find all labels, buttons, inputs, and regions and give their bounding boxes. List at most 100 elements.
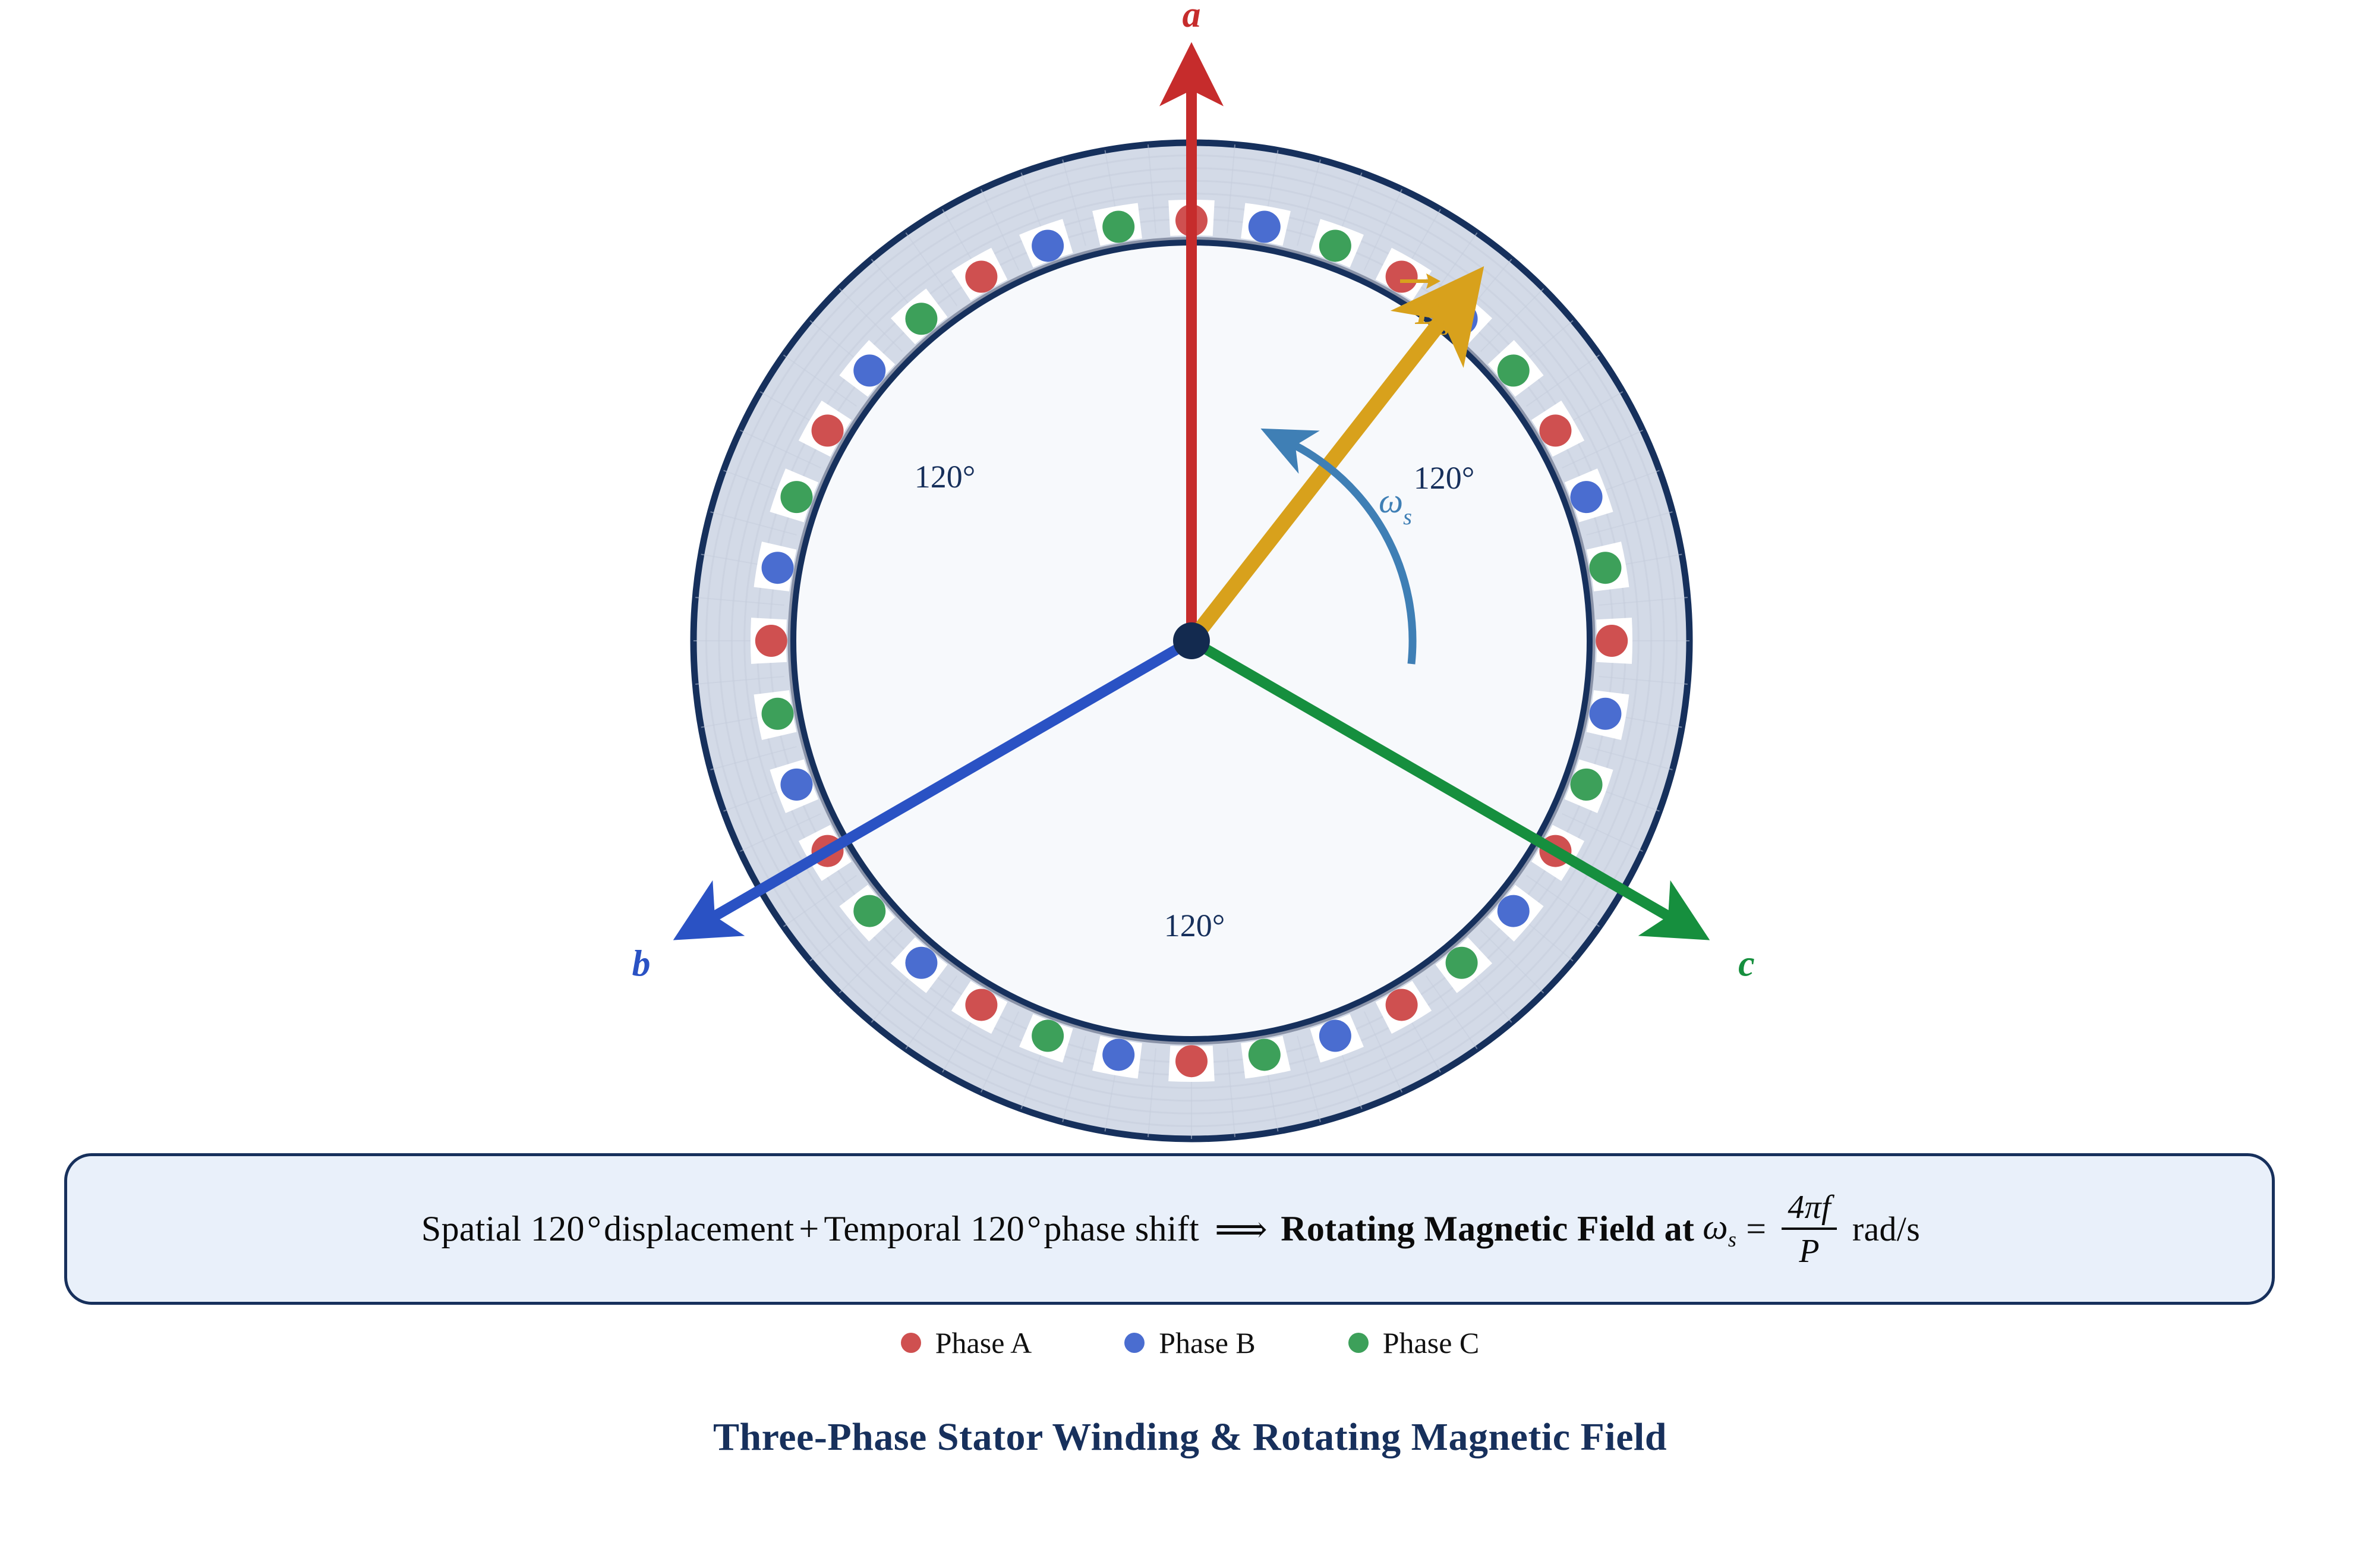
formula-implies-symbol: ⟹ — [1215, 1209, 1268, 1250]
phase-conductor-dot-c — [1032, 1019, 1064, 1052]
phase-conductor-dot-a — [965, 260, 998, 293]
lamination-spoke — [710, 511, 797, 536]
phase-legend: Phase A Phase B Phase C — [0, 1326, 2380, 1360]
lamination-spoke — [1062, 1035, 1086, 1122]
lamination-spoke — [980, 189, 1020, 270]
lamination-spoke — [1297, 1035, 1321, 1122]
phase-conductor-dot-c — [1102, 210, 1135, 243]
lamination-spoke — [1480, 929, 1544, 994]
legend-label: Phase A — [935, 1326, 1032, 1359]
formula-part3: Temporal 120 — [824, 1209, 1025, 1248]
phase-conductor-dot-c — [1248, 1038, 1281, 1071]
lamination-spoke — [838, 929, 903, 994]
formula-plus: + — [799, 1209, 819, 1248]
phase-conductors — [755, 204, 1628, 1078]
lamination-spoke — [1425, 975, 1478, 1050]
phase-conductor-dot-b — [1570, 481, 1603, 514]
omega-label: ωs — [1379, 481, 1412, 530]
rotation-direction-arrow — [1260, 428, 1417, 665]
phase-conductor-dot-b — [1248, 210, 1281, 243]
summary-formula-box: Spatial 120° displacement + Temporal 120… — [64, 1153, 2275, 1305]
magnetic-field-vector — [1185, 266, 1484, 646]
legend-swatch-icon — [900, 1333, 921, 1353]
lamination-spoke — [695, 596, 784, 606]
phase-conductor-dot-c — [1319, 229, 1351, 262]
angle-label-bottom: 120° — [1164, 908, 1225, 943]
lamination-spoke — [1599, 596, 1688, 606]
formula-part2: displacement — [604, 1209, 795, 1248]
phase-conductor-dot-c — [1445, 946, 1478, 979]
phase-conductor-dot-b — [1032, 229, 1064, 262]
formula-part1: Spatial 120 — [421, 1209, 585, 1248]
svg-text:Bs: Bs — [1415, 292, 1449, 340]
phase-conductor-dot-b — [1102, 1038, 1135, 1071]
lamination-spoke — [1297, 159, 1321, 246]
legend-label: Phase C — [1382, 1326, 1480, 1359]
legend-item-phase-c: Phase C — [1348, 1326, 1480, 1360]
field-vector-label: Bs — [1400, 273, 1449, 340]
lamination-spoke — [695, 675, 784, 685]
phase-conductor-dot-c — [1589, 552, 1622, 584]
phase-conductor-dot-b — [905, 946, 938, 979]
angle-label-right: 120° — [1414, 460, 1475, 496]
lamination-spoke — [1599, 675, 1688, 685]
stator-center-hub — [1173, 622, 1210, 659]
phase-conductor-dot-a — [811, 414, 844, 447]
phase-conductor-dot-c — [905, 303, 938, 335]
phase-conductor-dot-a — [1385, 989, 1418, 1021]
phase-conductor-dot-b — [1589, 697, 1622, 730]
phase-conductor-dot-a — [1539, 414, 1572, 447]
phase-conductor-dot-c — [853, 895, 886, 927]
lamination-spoke — [1562, 429, 1643, 469]
phase-conductor-dot-a — [755, 625, 787, 657]
angle-label-left: 120° — [915, 459, 976, 495]
field-vector — [1173, 266, 1484, 665]
lamination-spoke — [1480, 288, 1544, 352]
phase-conductor-dot-b — [1497, 895, 1530, 927]
phase-conductor-dot-b — [1319, 1019, 1351, 1052]
phase-conductor-dot-b — [780, 768, 813, 801]
lamination-spoke — [1363, 1011, 1403, 1093]
formula-omega-sub: s — [1728, 1227, 1737, 1251]
lamination-spoke — [740, 813, 821, 852]
legend-item-phase-b: Phase B — [1124, 1326, 1256, 1360]
phase-conductor-dot-a — [1596, 625, 1628, 657]
vector-overbar-tip — [1426, 273, 1440, 289]
legend-swatch-icon — [1348, 1333, 1369, 1353]
formula-fraction-bar — [1782, 1227, 1837, 1230]
phase-conductor-dot-c — [1570, 768, 1603, 801]
formula-omega: ωs — [1703, 1207, 1736, 1252]
phase-conductor-dot-b — [761, 552, 794, 584]
lamination-spoke — [1586, 511, 1673, 536]
lamination-spoke — [1562, 813, 1643, 852]
legend-label: Phase B — [1159, 1326, 1256, 1359]
phase-conductor-dot-b — [853, 354, 886, 387]
lamination-spoke — [1147, 144, 1157, 234]
formula-bold-phrase: Rotating Magnetic Field at — [1281, 1209, 1695, 1248]
lamination-spoke — [1226, 1048, 1236, 1137]
legend-item-phase-a: Phase A — [900, 1326, 1032, 1360]
lamination-spoke — [1147, 1048, 1157, 1137]
lamination-spoke — [1226, 144, 1236, 234]
formula-degree-1: ° — [587, 1209, 602, 1248]
page-title: Three-Phase Stator Winding & Rotating Ma… — [713, 1415, 1667, 1459]
lamination-spoke — [710, 746, 797, 770]
formula-omega-symbol: ω — [1703, 1207, 1728, 1247]
lamination-spoke — [1526, 874, 1600, 927]
legend-swatch-icon — [1124, 1333, 1145, 1353]
lamination-spoke — [1586, 746, 1673, 770]
lamination-spoke — [1062, 159, 1086, 246]
lamination-spoke — [1526, 354, 1600, 407]
lamination-spoke — [1363, 189, 1403, 270]
formula-denominator: P — [1799, 1232, 1820, 1270]
formula-part4: phase shift — [1044, 1209, 1199, 1248]
lamination-spoke — [905, 975, 958, 1050]
formula-numerator: 4πf — [1788, 1188, 1831, 1226]
lamination-spoke — [783, 874, 857, 927]
lamination-spoke — [980, 1011, 1020, 1093]
phase-axis-b — [673, 636, 1194, 940]
phase-conductor-dot-a — [1175, 1045, 1208, 1078]
phase-conductor-dot-a — [1385, 260, 1418, 293]
